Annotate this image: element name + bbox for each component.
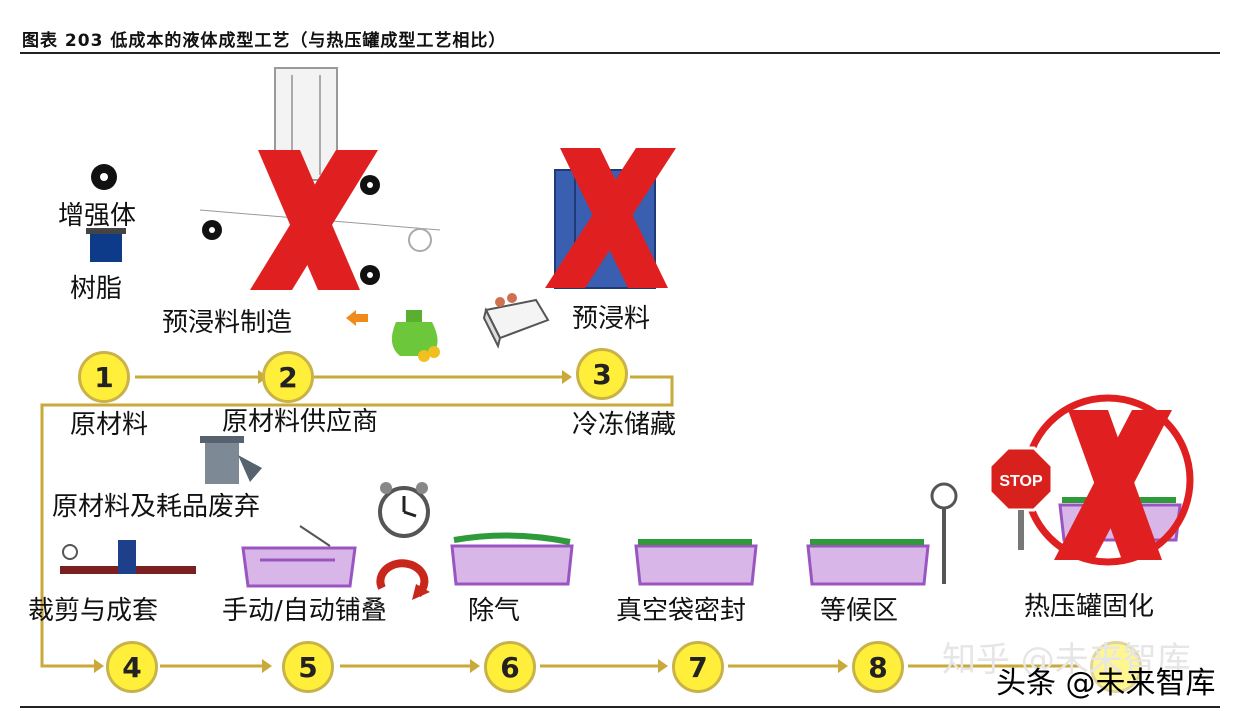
step-6-label: 除气	[468, 596, 521, 626]
orange-arrow-icon	[346, 310, 368, 326]
step-6-circle: 6	[484, 641, 536, 693]
step-8-circle: 8	[852, 641, 904, 693]
step-4-circle: 4	[106, 641, 158, 693]
top-rule	[20, 52, 1220, 54]
step-1-circle: 1	[78, 351, 130, 403]
resin-pot-icon	[86, 228, 126, 262]
step-5-label: 手动/自动铺叠	[222, 596, 387, 626]
package-icon	[482, 293, 550, 349]
label-resin: 树脂	[70, 274, 123, 304]
cutting-table-icon	[60, 540, 196, 574]
flow-lines	[40, 375, 1080, 668]
bottom-rule	[20, 706, 1220, 708]
stop-sign-text: STOP	[999, 473, 1043, 490]
step-9-circle-partial	[1090, 641, 1142, 693]
label-waste: 原材料及耗品废弃	[52, 492, 261, 522]
step-3-circle: 3	[576, 348, 628, 400]
layup-tray-icon	[241, 525, 357, 588]
step-5-circle: 5	[282, 641, 334, 693]
cross-icon-freezer	[545, 148, 676, 288]
watermark-zhihu: 知乎 @未来智库	[942, 640, 1191, 680]
step-3-label: 冷冻储藏	[572, 410, 677, 440]
step-1-label: 原材料	[70, 410, 149, 440]
label-reinforcement: 增强体	[58, 201, 137, 231]
step-7-circle: 7	[672, 641, 724, 693]
step-2-circle: 2	[262, 351, 314, 403]
vacuum-bag-tray-icon	[634, 539, 758, 586]
vacuum-pole-icon	[930, 482, 958, 584]
red-cycle-arrow-icon	[376, 559, 430, 600]
figure-title: 图表 203 低成本的液体成型工艺（与热压罐成型工艺相比）	[22, 31, 507, 51]
cross-icon-autoclave	[1054, 410, 1172, 560]
label-prepreg-manufacture: 预浸料制造	[162, 308, 293, 338]
debulk-tray-icon	[450, 532, 574, 586]
money-bag-icon	[391, 310, 440, 362]
cross-icon-prepreg-machine	[250, 150, 378, 290]
step-4-label: 裁剪与成套	[28, 596, 159, 626]
watermark-toutiao: 头条 @未来智库	[996, 666, 1216, 701]
label-prepreg: 预浸料	[572, 304, 651, 334]
label-autoclave: 热压罐固化	[1024, 592, 1155, 622]
step-2-label: 原材料供应商	[222, 407, 379, 437]
alarm-clock-icon	[378, 482, 430, 538]
reinforcement-roll-icon	[91, 164, 117, 190]
trash-bin-icon	[200, 436, 262, 484]
step-8-label: 等候区	[820, 596, 899, 626]
step-7-label: 真空袋密封	[616, 596, 747, 626]
stop-sign-icon: STOP	[988, 446, 1054, 550]
waiting-tray-icon	[806, 539, 930, 586]
